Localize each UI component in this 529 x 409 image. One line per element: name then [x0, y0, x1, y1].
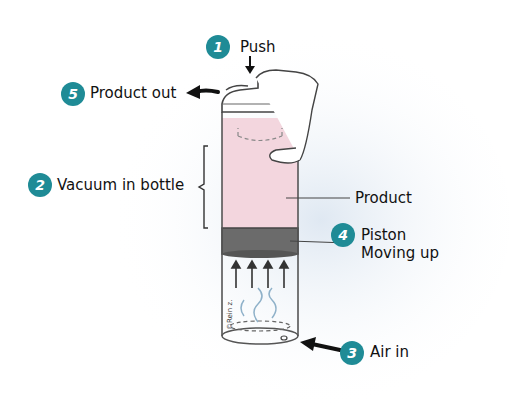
- part-label: Push: [240, 38, 276, 56]
- callout-circle: 3: [340, 341, 364, 365]
- part-label: Vacuum in bottle: [57, 176, 184, 194]
- part-label: Piston Moving up: [361, 226, 457, 262]
- callout-circle: 1: [206, 35, 230, 59]
- callout-circle: 5: [61, 82, 85, 106]
- signature: ©Rein z.: [226, 300, 234, 330]
- callout-number: 3: [347, 345, 357, 361]
- part-label: Product out: [90, 84, 176, 102]
- part-label: Air in: [370, 343, 409, 361]
- callout-number: 1: [213, 39, 223, 55]
- callout-number: 4: [338, 227, 348, 243]
- callout-circle: 4: [331, 223, 355, 247]
- callout-number: 5: [68, 86, 78, 102]
- callout-number: 2: [35, 177, 45, 193]
- callout-circle: 2: [28, 173, 52, 197]
- part-label: Product: [355, 189, 412, 207]
